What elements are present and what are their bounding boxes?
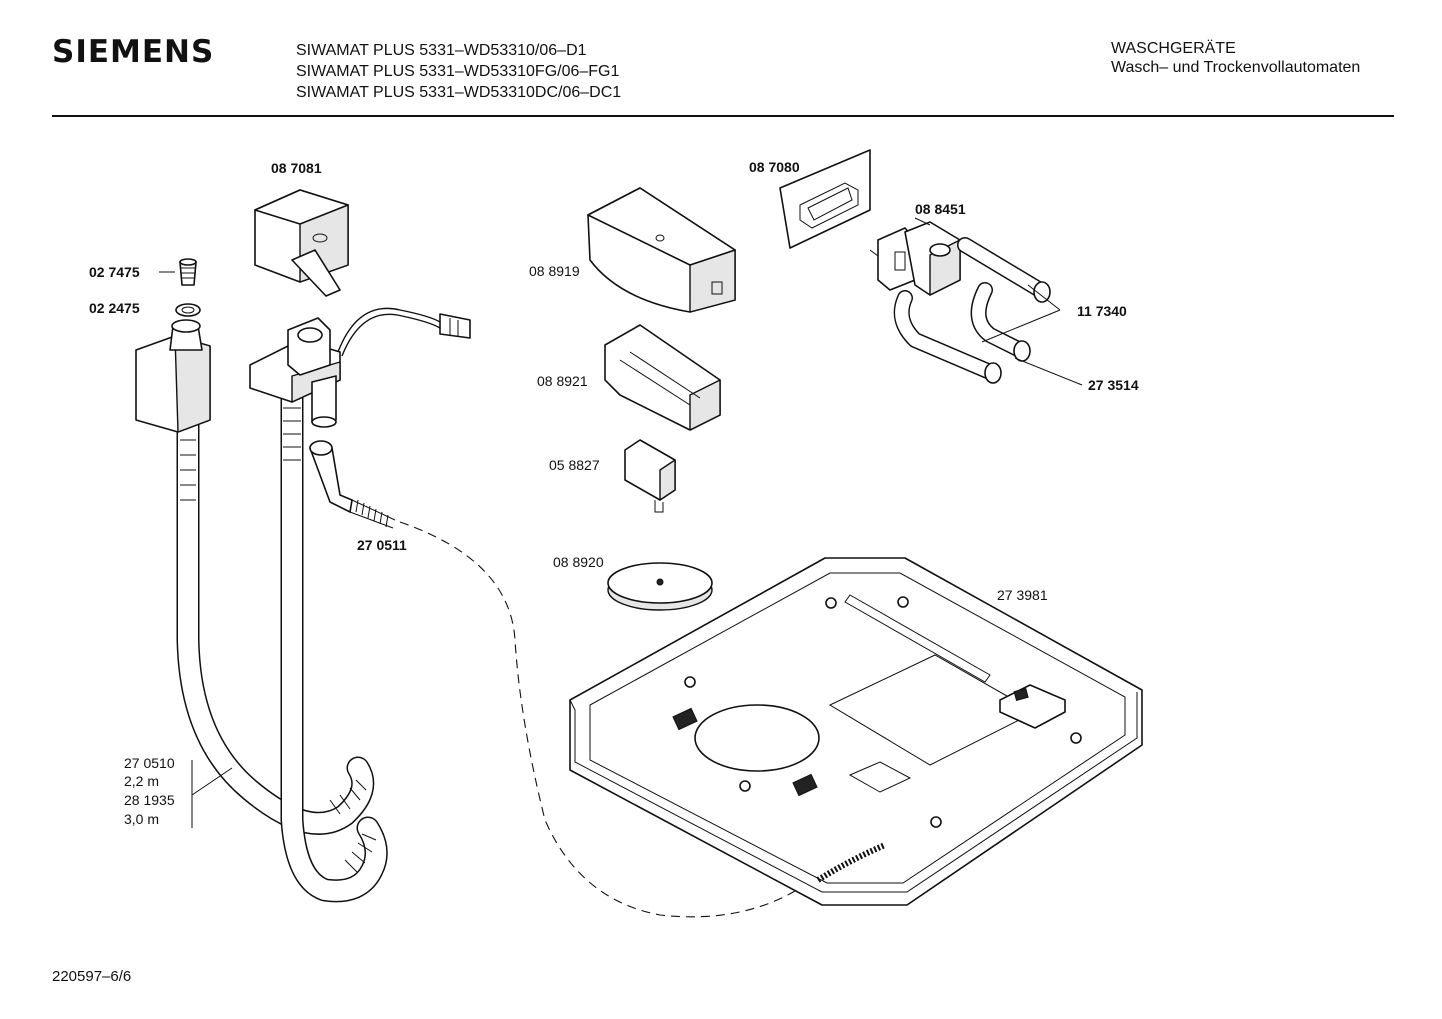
leader-lines [159, 271, 1083, 828]
model-list: SIWAMAT PLUS 5331–WD53310/06–D1 SIWAMAT … [296, 40, 621, 103]
label-117340: 11 7340 [1077, 303, 1127, 319]
plate-087080 [779, 149, 871, 249]
label-058827: 05 8827 [549, 457, 600, 473]
label-087081: 08 7081 [271, 160, 322, 176]
dashed-leader-drain [399, 521, 813, 918]
hose-273514 [893, 290, 1002, 384]
header-divider [52, 115, 1394, 117]
label-088919: 08 8919 [529, 263, 580, 279]
category-block: WASCHGERÄTE Wasch– und Trockenvollautoma… [1111, 39, 1360, 77]
hose-note-line: 2,2 m [124, 773, 159, 789]
label-027475: 02 7475 [89, 264, 140, 280]
hose-length-note: 27 0510 2,2 m 28 1935 3,0 m [124, 755, 175, 827]
sensor-cable [337, 307, 471, 357]
hoses-117340 [957, 237, 1051, 362]
clip-058827 [624, 439, 676, 513]
label-088451: 08 8451 [915, 201, 966, 217]
disk-088920 [607, 562, 713, 611]
document-number: 220597–6/6 [52, 968, 132, 985]
model-line: SIWAMAT PLUS 5331–WD53310DC/06–DC1 [296, 84, 622, 101]
drain-pipe-270511 [309, 440, 396, 529]
drain-hose [280, 368, 388, 903]
seal-ring [175, 303, 201, 317]
hose-holder-bracket [249, 317, 341, 428]
valve-088451 [869, 217, 961, 296]
label-273981: 27 3981 [997, 587, 1048, 603]
brand-logo: SIEMENS [52, 34, 215, 70]
sieve-filter [179, 258, 197, 286]
model-line: SIWAMAT PLUS 5331–WD53310/06–D1 [296, 42, 587, 59]
lid-088919 [587, 187, 736, 313]
label-270511: 27 0511 [357, 537, 407, 553]
inlet-hose [176, 413, 375, 835]
label-022475: 02 2475 [89, 300, 140, 316]
label-273514: 27 3514 [1088, 377, 1139, 393]
cover-087081 [254, 189, 349, 297]
base-plate-273981 [569, 557, 1143, 906]
hose-note-line: 27 0510 [124, 755, 175, 771]
category-title: WASCHGERÄTE [1111, 40, 1236, 57]
hose-note-line: 28 1935 [124, 792, 175, 808]
label-087080: 08 7080 [749, 159, 800, 175]
label-088921: 08 8921 [537, 373, 588, 389]
model-line: SIWAMAT PLUS 5331–WD53310FG/06–FG1 [296, 63, 620, 80]
aquastop-valve-box [135, 319, 211, 433]
hose-note-line: 3,0 m [124, 811, 159, 827]
label-088920: 08 8920 [553, 554, 604, 570]
frame-088921 [604, 324, 721, 431]
category-subtitle: Wasch– und Trockenvollautomaten [1111, 59, 1361, 76]
